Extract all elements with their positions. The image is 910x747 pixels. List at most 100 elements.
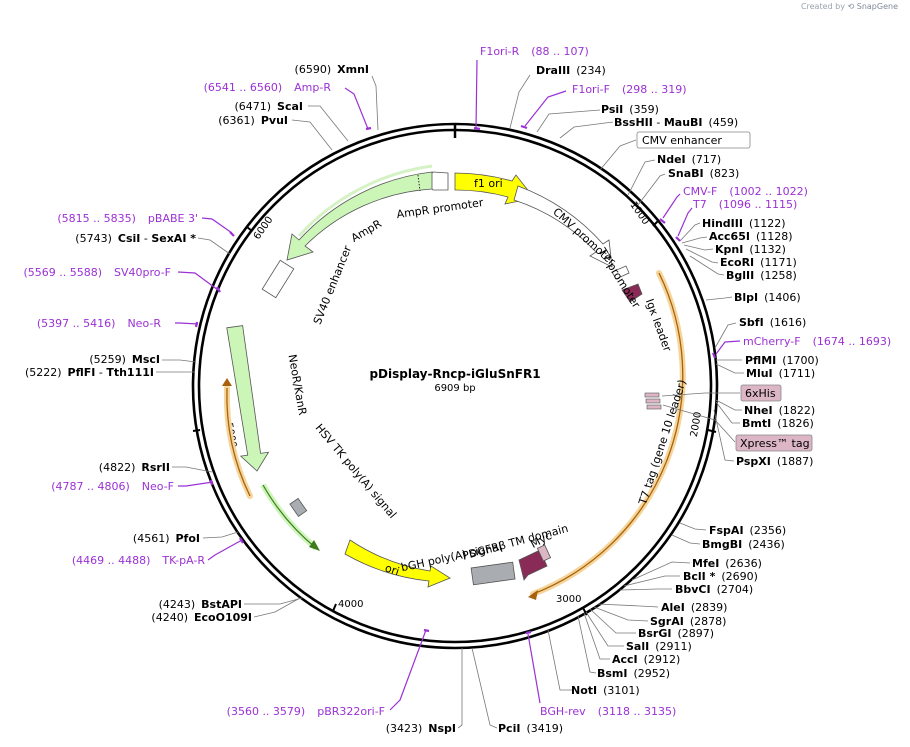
leader-rsrii [172,466,213,473]
leader-fspai [679,522,707,531]
igk-feature [621,283,643,303]
primer-tick-3 [659,218,666,224]
leader-pspxi [713,409,735,462]
tick-2000-mark [707,429,717,433]
pdgfr-feature [518,549,548,581]
site-acci: AccI(2912) [612,653,680,666]
grey-small-feature [289,497,308,517]
primer-f1ori-f: F1ori-F(298 .. 319) [572,83,687,96]
his-tag-bar-2 [645,398,661,404]
snapgene-credit: Created by ⟲ SnapGene [801,2,898,11]
leader-bmgbi [671,534,701,545]
primer-tick-1 [473,126,481,131]
leader-mfei [631,561,691,581]
ori-label: ori [383,562,401,579]
enzyme-labels: DraIII(234) PsiI(359) BssHII - MauBI(459… [25,63,819,735]
cmv-promoter-feature [513,185,613,268]
his-box [740,384,782,402]
neo-orange-arc-line [226,387,251,497]
primer-tick-13 [365,126,372,131]
plasmid-name: pDisplay-Rncp-iGluSnFR1 [369,367,540,381]
primer-cmv-f-line [662,193,681,219]
tick-5000-mark [192,429,201,432]
site-mlui: MluI(1711) [746,367,815,380]
leader-snabi [637,173,666,206]
myc-feature [536,544,552,562]
leader-bcli [623,575,680,587]
t7tag-orange-arc-line [532,272,684,595]
site-acc65i: Acc65I(1128) [709,230,793,243]
leader-lines [156,74,744,729]
sv40-enhancer-feature [261,259,295,299]
site-mfei: MfeI(2636) [692,557,762,570]
site-sali: SalI(2911) [626,640,692,653]
ampr-glow [297,164,433,238]
site-pcii: PciI(3419) [498,722,563,735]
hsv-label: HSV TK poly(A) signal [313,421,400,521]
neor-label: NeoR/KanR [286,353,310,416]
xpress-box [735,434,813,452]
leader-pvui [291,119,333,151]
primer-neo-f: (4787 .. 4806)Neo-F [51,480,174,493]
primer-tick-8 [239,537,244,544]
primer-f1ori-f-line [524,90,567,127]
pdgfr-label: PDGFRβ TM domain [461,522,570,563]
primer-cmv-f: CMV-F(1002 .. 1022) [683,185,808,198]
f1-ori-label: f1 ori [474,177,503,190]
leader-acc65i [681,236,708,244]
hsv-green-arc [260,483,318,551]
site-bsshii: BssHII - MauBI(459) [614,116,738,129]
leader-ndei [627,159,656,196]
tick-6000-mark [246,226,253,232]
neor-feature [226,325,270,472]
his-tag-bar-1 [644,392,660,398]
ampr-promoter-dots [417,174,421,192]
site-xmni: (6590)XmnI [295,63,369,76]
credit-brand: SnapGene [856,2,898,11]
leader-ecoo109i [253,597,301,618]
primer-sv40-line [177,271,219,291]
primer-t7: T7(1096 .. 1115) [692,198,797,211]
site-hindiii: HindIII(1122) [702,217,786,230]
leader-msci [162,359,197,363]
leader-bstapi [244,597,303,605]
leader-hindiii [679,222,701,242]
leader-xpress [662,404,736,443]
site-ecori: EcoRI(1171) [720,256,797,269]
primer-ampr-line [344,87,369,130]
site-sbfi: SbfI(1616) [739,316,806,329]
leader-mlui [715,363,744,374]
site-rsrii: (4822)RsrII [99,461,170,474]
leader-nhei [715,399,742,411]
primer-pbr322-line [389,629,427,711]
bgh-feature [470,561,516,586]
primer-markers [175,59,741,711]
ori-feature [344,539,451,588]
tick-3000-mark [582,607,588,616]
leader-bsshii [559,121,614,139]
tick-1000-mark [652,219,660,227]
site-bsrgi: BsrGI(2897) [638,627,714,640]
plasmid-size: 6909 bp [434,383,475,394]
site-ecoo109i: (4240)EcoO109I [151,611,252,624]
credit-prefix: Created by [800,2,845,11]
primer-tick-5 [711,352,717,359]
site-psii: PsiI(359) [601,103,659,116]
leader-ecori [685,248,719,264]
leader-noti [547,629,574,691]
ampr-promoter-label: AmpR promoter [396,196,485,221]
site-pflmi: PflMI(1700) [745,354,819,367]
site-bstapi: (4243)BstAPI [159,598,242,611]
leader-draiii [509,74,531,129]
leader-sali [585,611,624,647]
leader-pfoi [202,531,239,539]
cmv-enhancer-text: CMV enhancer [642,134,722,147]
site-bmgbi: BmgBI(2436) [702,538,785,551]
primer-mcherry-f-line [715,340,741,355]
leader-sbfi [714,322,737,349]
leader-pcii [471,647,498,729]
primer-f1ori-r-line [475,59,478,129]
primer-tick-4 [675,236,681,242]
primer-labels: F1ori-R(88 .. 107) F1ori-F(298 .. 319) C… [23,45,891,718]
